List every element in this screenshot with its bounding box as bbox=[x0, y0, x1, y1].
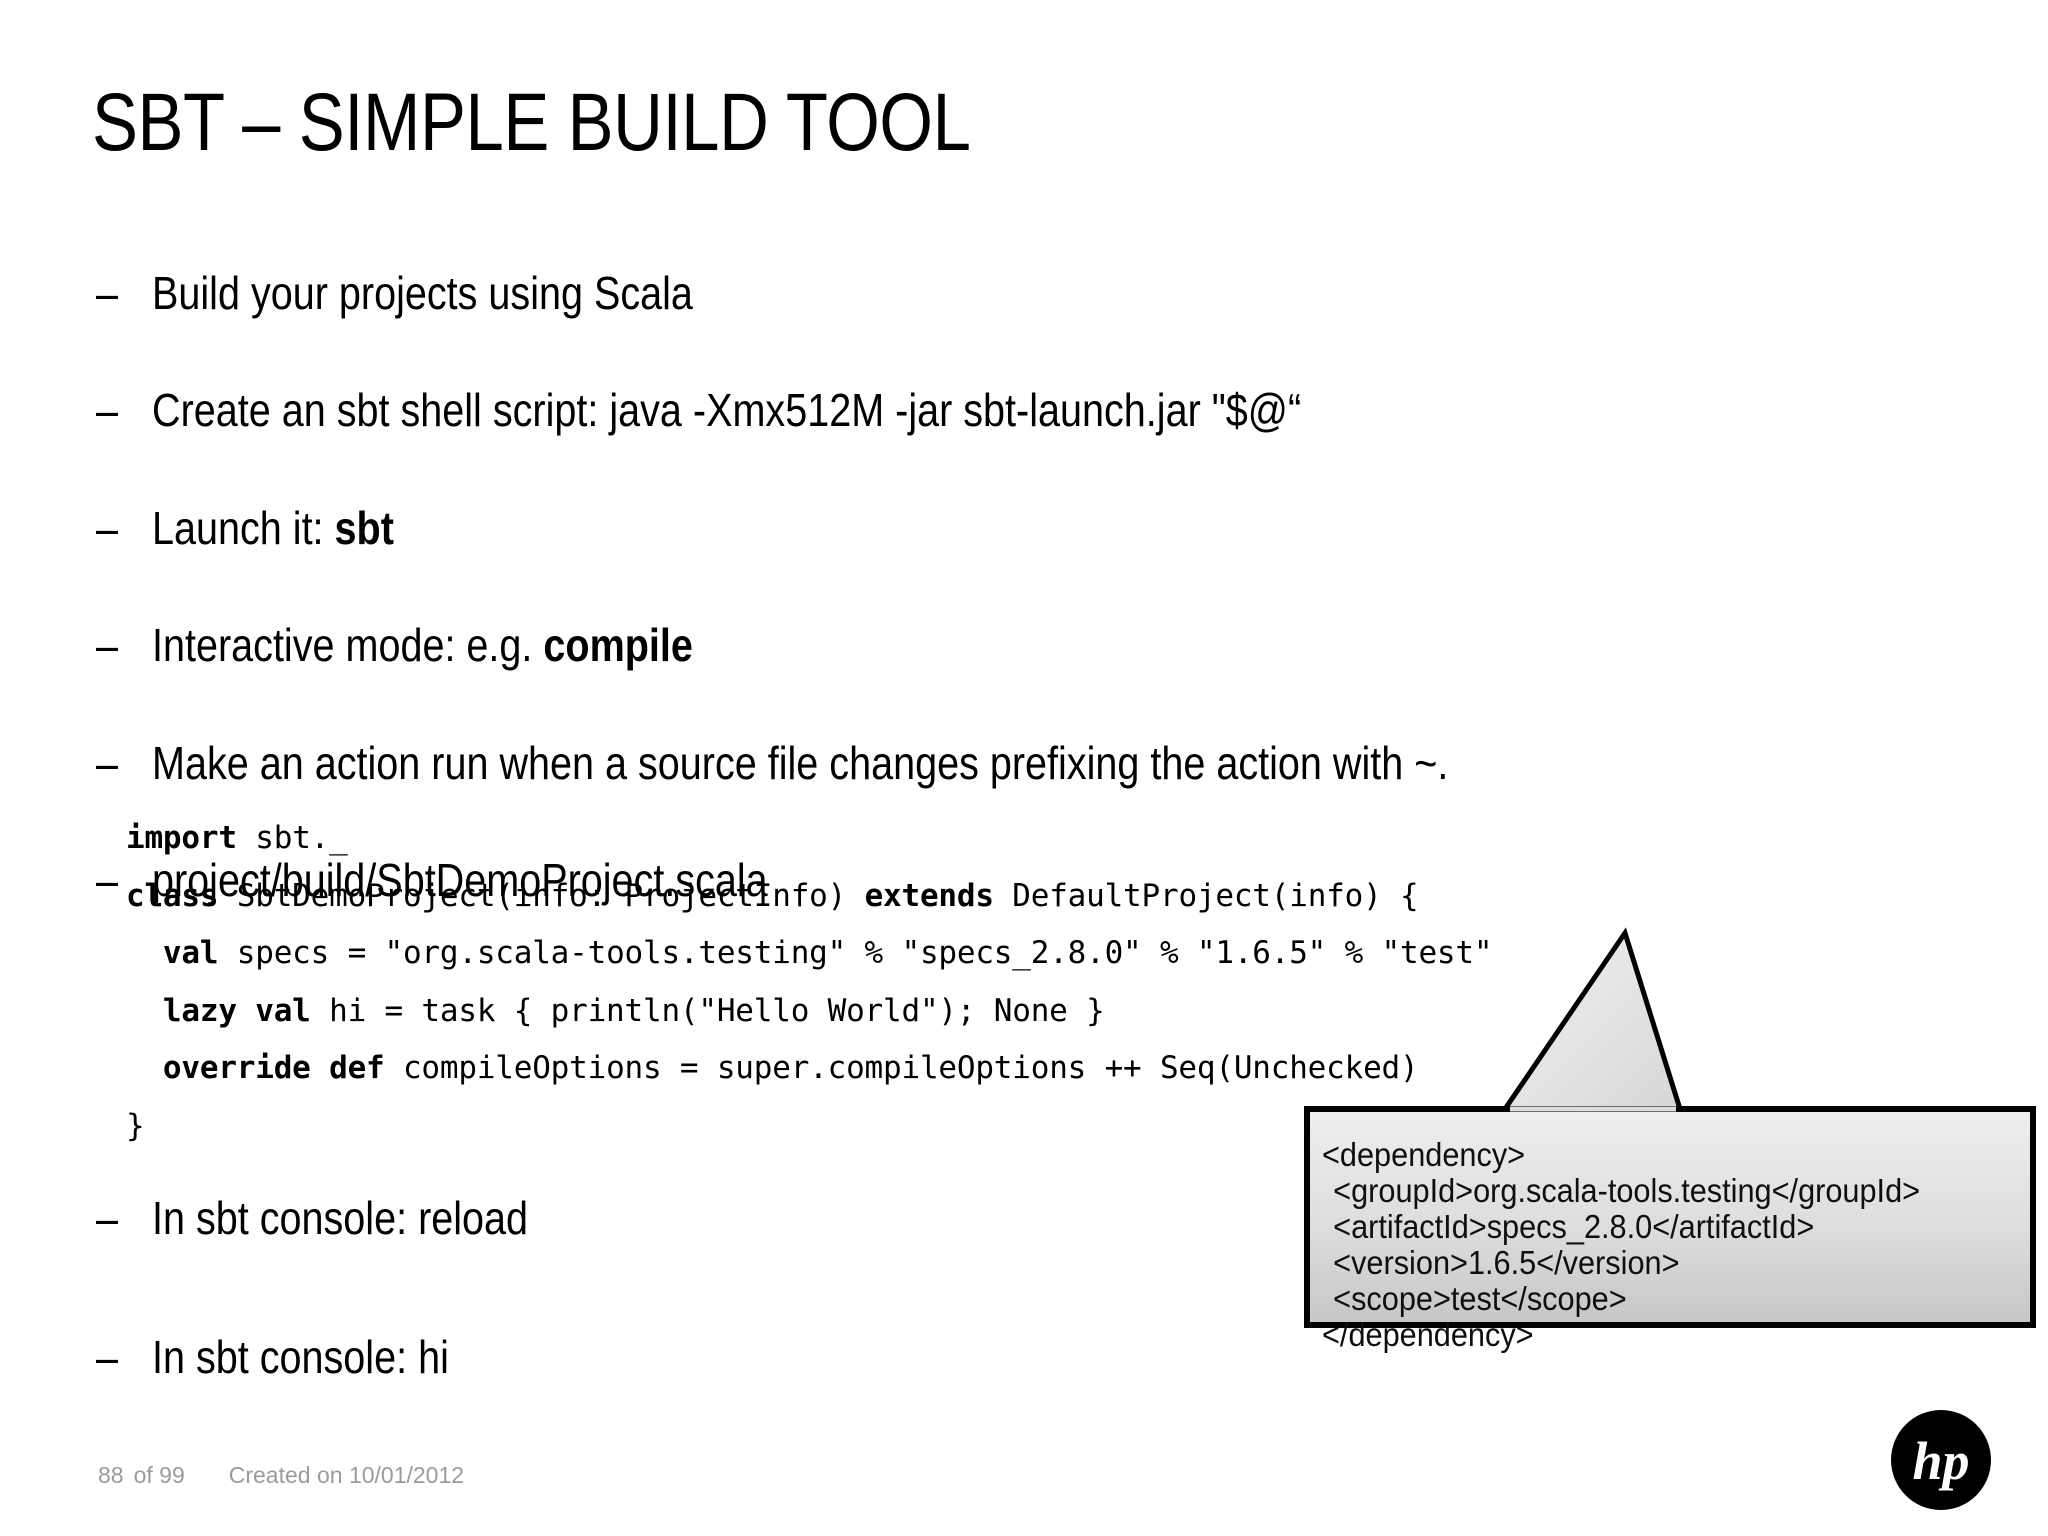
code-text: } bbox=[126, 1107, 145, 1144]
bullet-text: Create an sbt shell script: java -Xmx512… bbox=[152, 384, 1302, 436]
callout-line: <dependency> bbox=[1322, 1136, 1526, 1173]
code-text: hi = task { println("Hello World"); None… bbox=[310, 992, 1105, 1029]
code-text: DefaultProject(info) { bbox=[993, 877, 1419, 914]
footer-created-on: Created on 10/01/2012 bbox=[228, 1462, 465, 1488]
bullet-project-path: – project/build/SbtDemoProject.scala bbox=[96, 857, 1996, 903]
bullet-text: project/build/SbtDemoProject.scala bbox=[152, 854, 768, 906]
bullet-list: – Build your projects using Scala – Crea… bbox=[96, 270, 1996, 903]
code-text: specs = "org.scala-tools.testing" % "spe… bbox=[218, 935, 1493, 971]
hp-logo-svg: hp bbox=[1891, 1410, 1991, 1510]
bullet-dash-icon: – bbox=[96, 267, 119, 319]
code-line: import sbt._ bbox=[126, 810, 1492, 868]
code-keyword: extends bbox=[864, 877, 994, 914]
bullet-dash-icon: – bbox=[96, 619, 119, 671]
bullet-text-emphasis: compile bbox=[543, 619, 693, 671]
bullet-text: Launch it: sbt bbox=[152, 505, 394, 551]
code-text: sbt._ bbox=[236, 820, 348, 856]
bullet-text: Interactive mode: e.g. compile bbox=[152, 622, 693, 668]
hp-logo-wordmark: hp bbox=[1912, 1431, 1969, 1491]
bullet-interactive-mode: – Interactive mode: e.g. compile bbox=[96, 622, 1996, 668]
bullet-build-projects: – Build your projects using Scala bbox=[96, 270, 1996, 316]
code-line: override def compileOptions = super.comp… bbox=[126, 1040, 1492, 1098]
code-line: lazy val hi = task { println("Hello Worl… bbox=[126, 983, 1492, 1041]
bullet-launch-it: – Launch it: sbt bbox=[96, 505, 1996, 551]
footer-page-number: 88 bbox=[98, 1462, 124, 1488]
code-line: class SbtDemoProject(info: ProjectInfo) … bbox=[126, 868, 1492, 926]
bullet-text: Build your projects using Scala bbox=[152, 267, 693, 319]
callout-line: <artifactId>specs_2.8.0</artifactId> bbox=[1333, 1208, 1815, 1245]
callout-line: <version>1.6.5</version> bbox=[1333, 1244, 1680, 1281]
footer-page-of: of 99 bbox=[133, 1462, 185, 1488]
callout-body bbox=[1304, 1106, 2036, 1328]
bullet-list-tail: – In sbt console: reload – In sbt consol… bbox=[96, 1195, 1296, 1380]
code-keyword: val bbox=[126, 935, 219, 971]
bullet-dash-icon: – bbox=[96, 384, 119, 436]
callout-shape bbox=[1304, 927, 2036, 1328]
code-text: SbtDemoProject(info: ProjectInfo) bbox=[218, 877, 865, 914]
bullet-create-shell-script: – Create an sbt shell script: java -Xmx5… bbox=[96, 387, 1996, 433]
bullet-dash-icon: – bbox=[96, 502, 119, 554]
callout-text: <dependency><groupId>org.scala-tools.tes… bbox=[1322, 1137, 1920, 1353]
bullet-text-emphasis: sbt bbox=[334, 502, 394, 554]
code-keyword: override def bbox=[126, 1050, 385, 1086]
callout-tail-icon bbox=[1500, 927, 1684, 1112]
bullet-text: Make an action run when a source file ch… bbox=[152, 737, 1449, 789]
hp-logo-icon: hp bbox=[1889, 1408, 1993, 1512]
hp-logo-circle bbox=[1891, 1410, 1991, 1510]
bullet-text-prefix: Launch it: bbox=[152, 502, 335, 554]
bullet-make-action-run: – Make an action run when a source file … bbox=[96, 740, 1996, 786]
bullet-text-prefix: Interactive mode: e.g. bbox=[152, 619, 544, 671]
code-keyword: import bbox=[126, 820, 237, 856]
bullet-text: In sbt console: reload bbox=[152, 1192, 529, 1244]
callout-line: <groupId>org.scala-tools.testing</groupI… bbox=[1333, 1172, 1921, 1209]
code-block: import sbt._class SbtDemoProject(info: P… bbox=[126, 810, 1493, 1156]
dependency-callout: <dependency><groupId>org.scala-tools.tes… bbox=[1300, 927, 2040, 1353]
page-title: SBT – SIMPLE BUILD TOOL bbox=[92, 77, 971, 168]
bullet-dash-icon: – bbox=[96, 1331, 119, 1383]
bullet-dash-icon: – bbox=[96, 854, 119, 906]
code-line: val specs = "org.scala-tools.testing" % … bbox=[126, 925, 1493, 983]
callout-line: <scope>test</scope> bbox=[1333, 1280, 1627, 1317]
bullet-console-hi: – In sbt console: hi bbox=[96, 1334, 1296, 1380]
footer: 88 of 99 Created on 10/01/2012 bbox=[98, 1462, 464, 1489]
bullet-text: In sbt console: hi bbox=[152, 1331, 449, 1383]
code-keyword: lazy val bbox=[126, 992, 311, 1029]
code-text: compileOptions = super.compileOptions ++… bbox=[384, 1050, 1419, 1086]
bullet-console-reload: – In sbt console: reload bbox=[96, 1195, 1296, 1241]
bullet-dash-icon: – bbox=[96, 737, 119, 789]
callout-line: </dependency> bbox=[1322, 1316, 1534, 1353]
code-keyword: class bbox=[126, 877, 219, 914]
bullet-dash-icon: – bbox=[96, 1192, 119, 1244]
code-line: } bbox=[126, 1098, 1492, 1156]
